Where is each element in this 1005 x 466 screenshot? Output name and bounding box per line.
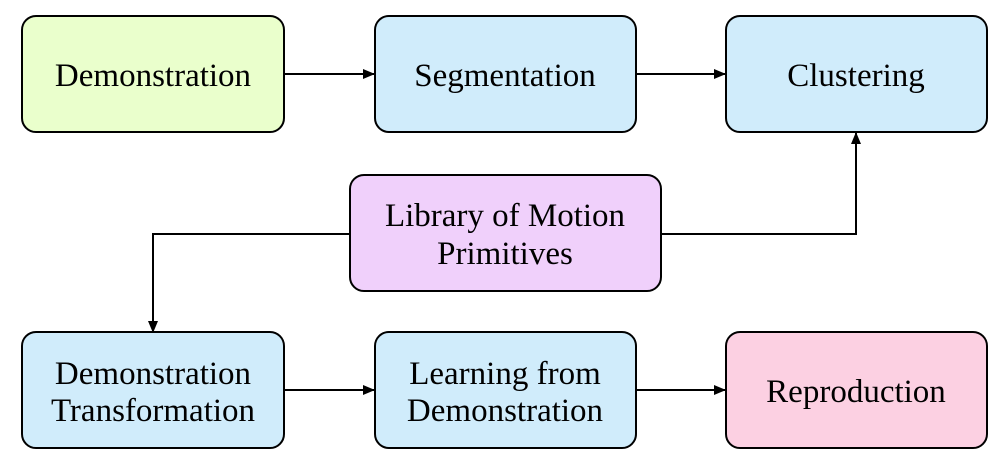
node-segmentation-box (374, 15, 637, 133)
node-library: Library of Motion Primitives (349, 174, 662, 292)
node-demonstration: Demonstration (21, 15, 285, 133)
node-clustering-label: Clustering (787, 58, 925, 94)
node-demonstration-label: Demonstration (55, 58, 251, 94)
node-transformation: Demonstration Transformation (21, 331, 285, 449)
node-demonstration-box (21, 15, 285, 133)
node-learning-label-line2: Demonstration (407, 393, 603, 429)
node-library-box (349, 174, 662, 292)
node-learning: Learning from Demonstration (374, 331, 637, 449)
node-segmentation-label: Segmentation (414, 58, 595, 94)
node-transformation-label-line2: Transformation (51, 393, 255, 429)
node-learning-box (374, 331, 637, 449)
node-segmentation: Segmentation (374, 15, 637, 133)
node-transformation-box (21, 331, 285, 449)
node-transformation-label-line1: Demonstration (55, 356, 251, 392)
node-library-label-line2: Primitives (437, 236, 573, 272)
node-learning-label-line1: Learning from (409, 356, 601, 392)
edge-library-to-transformation (148, 233, 350, 333)
edges (148, 69, 861, 395)
node-reproduction-label: Reproduction (766, 374, 946, 410)
node-library-label-line1: Library of Motion (385, 198, 625, 234)
node-reproduction-box (725, 331, 988, 449)
node-clustering: Clustering (725, 15, 988, 133)
node-reproduction: Reproduction (725, 331, 988, 449)
edge-library-to-clustering (662, 132, 861, 235)
node-clustering-box (725, 15, 988, 133)
